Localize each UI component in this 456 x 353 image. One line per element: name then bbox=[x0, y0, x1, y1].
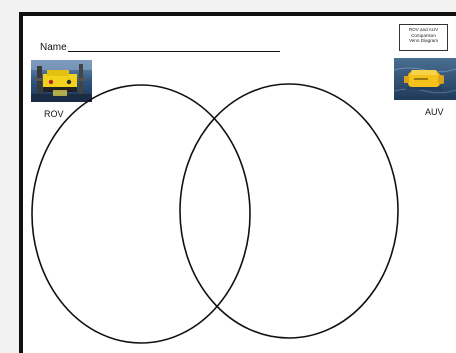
venn-circle-rov[interactable] bbox=[32, 85, 250, 343]
venn-circle-auv[interactable] bbox=[180, 84, 398, 338]
